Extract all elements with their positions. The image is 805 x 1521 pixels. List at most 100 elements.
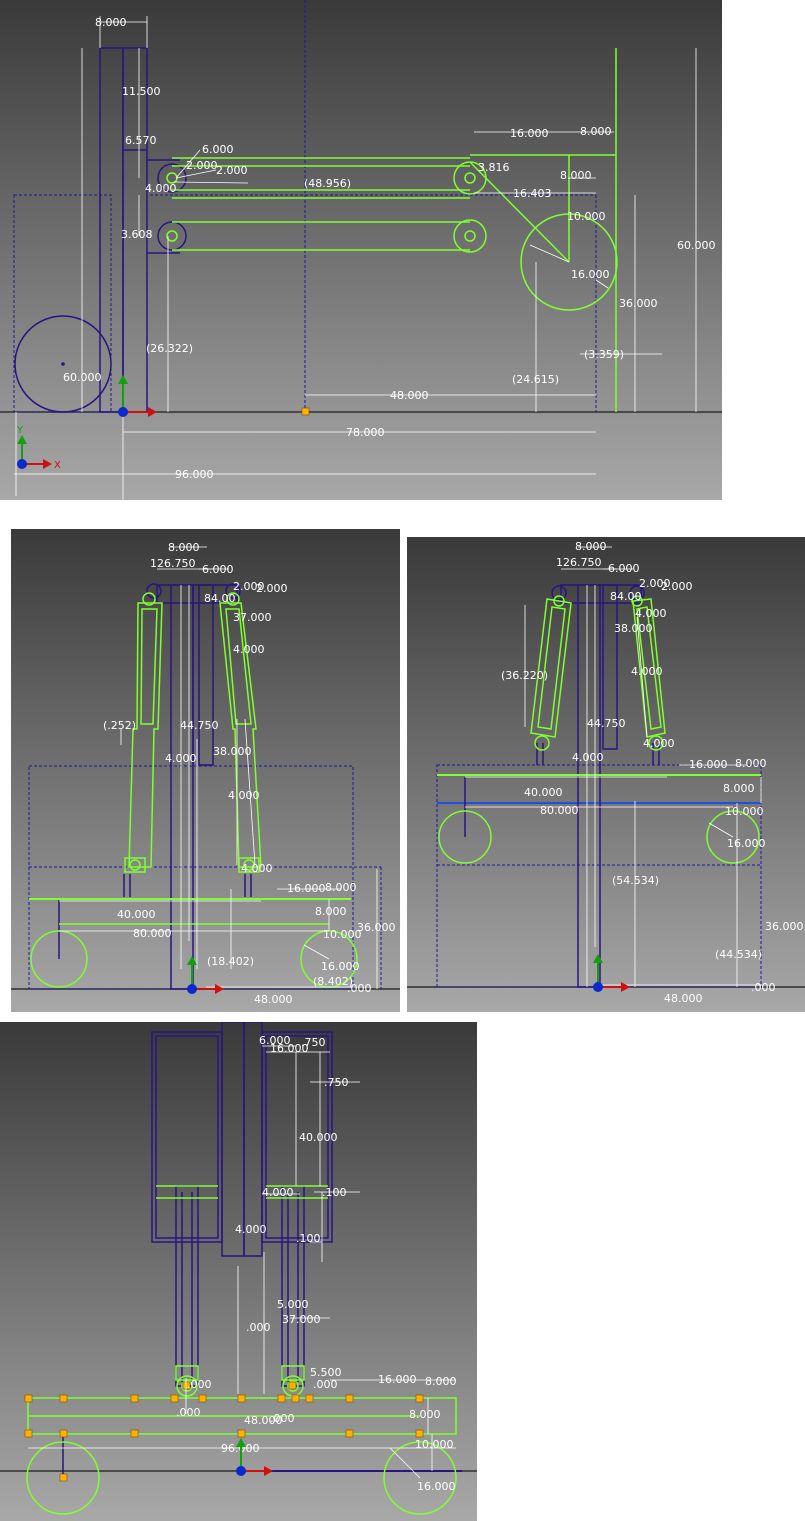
dim-2a[interactable]: 2.000	[186, 159, 218, 172]
front-view-lowered-viewport[interactable]: 6.000 .750 16.000 .750 40.000 4.000 .100…	[0, 1022, 477, 1521]
dim-2b[interactable]: 2.000	[661, 580, 693, 593]
dim-8c[interactable]: 8.000	[315, 905, 347, 918]
dim-44-534[interactable]: (44.534)	[715, 948, 762, 961]
dim-37[interactable]: 37.000	[282, 1313, 321, 1326]
dim-3-359[interactable]: (3.359)	[584, 348, 624, 361]
dim-8b[interactable]: 8.000	[409, 1408, 441, 1421]
dim-60-wheel[interactable]: 60.000	[63, 371, 102, 384]
dim-4a[interactable]: 4.000	[262, 1186, 294, 1199]
dim-84[interactable]: 84.00	[204, 592, 236, 605]
sketch-points[interactable]	[24, 1381, 424, 1482]
dim-36-22[interactable]: (36.220)	[501, 669, 548, 682]
dim-36[interactable]: 36.000	[765, 920, 804, 933]
dim-54-534[interactable]: (54.534)	[612, 874, 659, 887]
dim-6[interactable]: 6.000	[259, 1034, 291, 1047]
constrained-geometry[interactable]	[438, 595, 760, 864]
dim-96[interactable]: 96.000	[175, 468, 214, 481]
sketch-geometry[interactable]	[464, 584, 660, 988]
dim-3-608[interactable]: 3.608	[121, 228, 153, 241]
side-view-viewport[interactable]: 8.000 11.500 6.570 6.000 2.000 2.000 4.0…	[0, 0, 722, 500]
front-view-tilted-viewport[interactable]: 8.000 126.750 6.000 2.000 2.000 84.00 37…	[11, 529, 400, 1012]
dim-6[interactable]: 6.000	[608, 562, 640, 575]
dim-750b[interactable]: .750	[324, 1076, 349, 1089]
dim-16[interactable]: 16.000	[689, 758, 728, 771]
dim-6[interactable]: 6.000	[202, 563, 234, 576]
dim-26-322[interactable]: (26.322)	[146, 342, 193, 355]
dim-36[interactable]: 36.000	[357, 921, 396, 934]
dim-126-75[interactable]: 126.750	[150, 557, 196, 570]
dim-6-57[interactable]: 6.570	[125, 134, 157, 147]
dim-8b[interactable]: 8.000	[325, 881, 357, 894]
dim-18-402[interactable]: (18.402)	[207, 955, 254, 968]
dim-4b[interactable]: 4.000	[228, 789, 260, 802]
dim-38[interactable]: 38.000	[213, 745, 252, 758]
dim-16a[interactable]: 16.000	[510, 127, 549, 140]
wheel-center-point[interactable]	[61, 362, 65, 366]
dim-000b[interactable]: .000	[187, 1378, 212, 1391]
dim-000e[interactable]: .000	[313, 1378, 338, 1391]
dim-78[interactable]: 78.000	[346, 426, 385, 439]
dim-8-402[interactable]: (8.402)	[313, 975, 353, 988]
dim-5-5[interactable]: 5.500	[310, 1366, 342, 1379]
dim-80[interactable]: 80.000	[540, 804, 579, 817]
constrained-geometry[interactable]	[166, 48, 618, 412]
dim-40[interactable]: 40.000	[299, 1131, 338, 1144]
dim-000[interactable]: .000	[347, 982, 372, 995]
dim-3-816[interactable]: 3.816	[478, 161, 510, 174]
dim-60-right[interactable]: 60.000	[677, 239, 716, 252]
dim-4c[interactable]: 4.000	[643, 737, 675, 750]
dim-10[interactable]: 10.000	[323, 928, 362, 941]
dim-4-hi[interactable]: 4.000	[233, 643, 265, 656]
dim-000[interactable]: .000	[751, 981, 776, 994]
dim-126-75[interactable]: 126.750	[556, 556, 602, 569]
dim-10[interactable]: 10.000	[725, 805, 764, 818]
sketch-point[interactable]	[301, 407, 310, 416]
dim-000c[interactable]: .000	[176, 1406, 201, 1419]
dim-16[interactable]: 16.000	[287, 882, 326, 895]
dim-44-75[interactable]: 44.750	[180, 719, 219, 732]
dim-16b[interactable]: 16.000	[321, 960, 360, 973]
dim-8b[interactable]: 8.000	[560, 169, 592, 182]
dim-8a[interactable]: 8.000	[425, 1375, 457, 1388]
dim-8[interactable]: 8.000	[575, 540, 607, 553]
dim-48[interactable]: 48.000	[390, 389, 429, 402]
dim-2a[interactable]: 2.000	[233, 580, 265, 593]
dim-36[interactable]: 36.000	[619, 297, 658, 310]
dim-48[interactable]: 48.000	[254, 993, 293, 1006]
dim-38[interactable]: 38.000	[614, 622, 653, 635]
dim-44-75[interactable]: 44.750	[587, 717, 626, 730]
dim-10[interactable]: 10.000	[415, 1438, 454, 1451]
dim-4a[interactable]: 4.000	[631, 665, 663, 678]
dim-100b[interactable]: .100	[296, 1232, 321, 1245]
dim-252[interactable]: (.252)	[103, 719, 136, 732]
dim-40[interactable]: 40.000	[524, 786, 563, 799]
dim-8b[interactable]: 8.000	[735, 757, 767, 770]
dim-4b[interactable]: 4.000	[235, 1223, 267, 1236]
dim-16b[interactable]: 16.000	[378, 1373, 417, 1386]
dim-48[interactable]: 48.000	[664, 992, 703, 1005]
dim-24-615[interactable]: (24.615)	[512, 373, 559, 386]
dim-8[interactable]: 8.000	[168, 541, 200, 554]
dim-16a[interactable]: 16.000	[270, 1042, 309, 1055]
dim-top-width[interactable]: 8.000	[95, 16, 127, 29]
dim-4b[interactable]: 4.000	[572, 751, 604, 764]
dim-48[interactable]: 48.000	[244, 1414, 283, 1427]
sketch-geometry[interactable]	[58, 583, 252, 990]
dim-37[interactable]: 37.000	[233, 611, 272, 624]
dim-4[interactable]: 4.000	[145, 182, 177, 195]
front-view-raised-viewport[interactable]: 8.000 126.750 6.000 2.000 2.000 84.00 4.…	[407, 537, 805, 1012]
dim-750a[interactable]: .750	[301, 1036, 326, 1049]
dim-2a[interactable]: 2.000	[639, 577, 671, 590]
dim-4-hi[interactable]: 4.000	[635, 607, 667, 620]
dim-8c[interactable]: 8.000	[723, 782, 755, 795]
dim-6[interactable]: 6.000	[202, 143, 234, 156]
dim-8a[interactable]: 8.000	[580, 125, 612, 138]
dim-5[interactable]: 5.000	[277, 1298, 309, 1311]
dim-4a[interactable]: 4.000	[165, 752, 197, 765]
dim-40[interactable]: 40.000	[117, 908, 156, 921]
dim-16b[interactable]: 16.000	[571, 268, 610, 281]
dim-4c[interactable]: 4.000	[241, 862, 273, 875]
dim-2b[interactable]: 2.000	[216, 164, 248, 177]
dim-000d[interactable]: .000	[270, 1412, 295, 1425]
dim-16b[interactable]: 16.000	[727, 837, 766, 850]
